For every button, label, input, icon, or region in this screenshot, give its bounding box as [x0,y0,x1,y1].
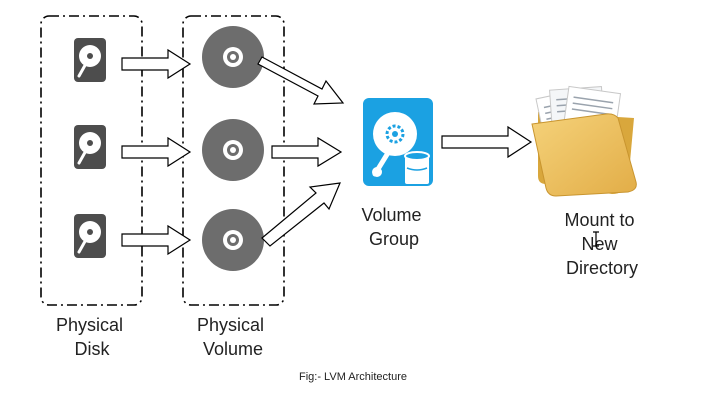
arrow-volume-to-group [257,56,345,105]
arrow-disk-to-volume [121,48,192,80]
physical-volume-label: Physical Volume [197,315,269,359]
hard-drive-icon [74,38,106,82]
disc-icon [202,119,264,181]
mount-label-line2: New [581,234,618,254]
physical-volume-label-line1: Physical [197,315,264,335]
arrow-disk-to-volume [121,136,192,168]
volume-group-label-line1: Volume [361,205,421,225]
volume-group-label-line2: Group [369,229,419,249]
physical-disk-label-line2: Disk [75,339,111,359]
arrow-volume-to-group [261,182,341,247]
physical-disk-label: Physical Disk [56,315,128,359]
storage-group-icon [363,98,433,186]
open-folder-icon [531,85,637,197]
physical-volume-label-line2: Volume [203,339,263,359]
arrow-disk-to-volume [121,224,192,256]
disc-icon [202,26,264,88]
physical-disk-label-line1: Physical [56,315,123,335]
physical-volume-group-box [182,15,285,306]
hard-drive-icon [74,214,106,258]
text-cursor-icon [593,231,599,247]
physical-disk-group-box [40,15,143,306]
hard-drive-icon [74,125,106,169]
mount-label-line1: Mount to [564,210,634,230]
arrow-volume-to-group [271,136,343,168]
volume-group-label: Volume Group [361,205,426,249]
mount-label-line3: Directory [566,258,638,278]
arrow-group-to-mount [441,125,533,159]
figure-caption: Fig:- LVM Architecture [299,371,407,383]
disc-icon [202,209,264,271]
mount-label: Mount to New Directory [564,210,639,278]
